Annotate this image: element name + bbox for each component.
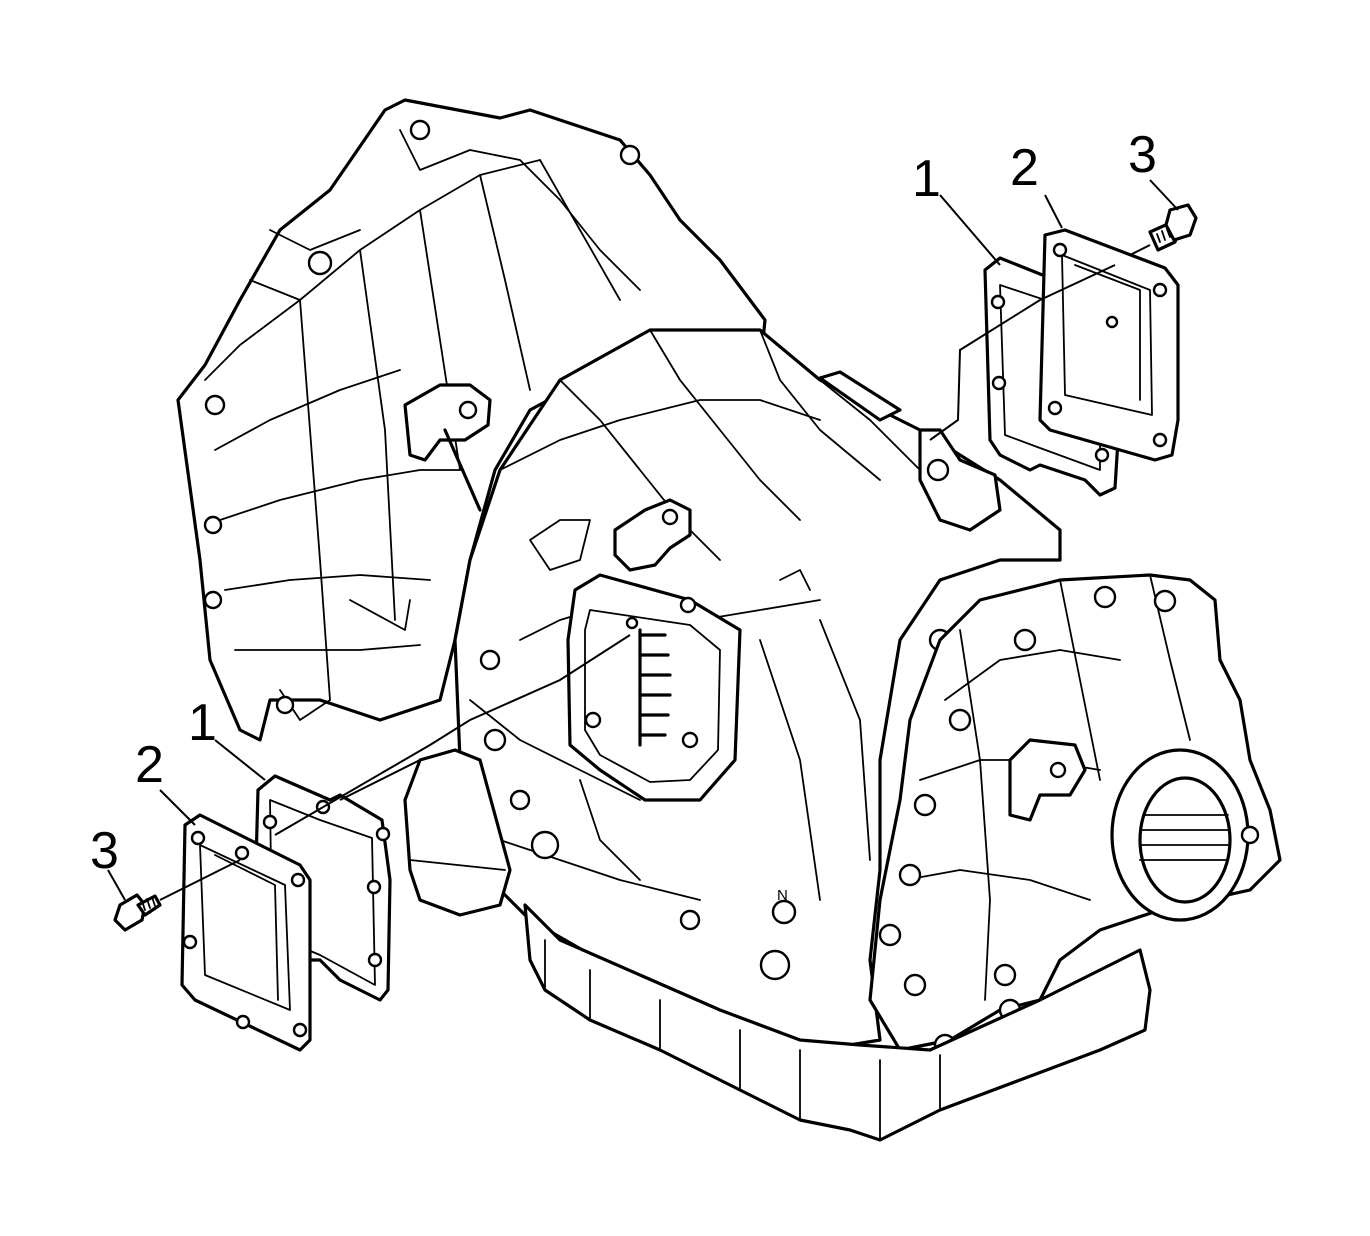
upper-pto-boss xyxy=(818,370,1002,532)
upper-leader-1 xyxy=(939,194,1001,266)
case-marking: N xyxy=(771,887,797,925)
lower-alignment-line-b xyxy=(339,759,421,801)
callout-upper-1: 1 xyxy=(912,150,941,208)
gear-teeth xyxy=(638,628,672,747)
upper-bolt xyxy=(1148,203,1198,252)
callouts: 1 2 3 1 2 3 xyxy=(90,126,1157,880)
lower-exploded-parts xyxy=(107,634,631,1052)
lower-leader-1 xyxy=(214,739,266,781)
callout-lower-2: 2 xyxy=(135,736,164,794)
upper-exploded-parts xyxy=(929,179,1198,497)
filter-boss xyxy=(403,748,512,917)
upper-leader-2 xyxy=(1044,194,1063,229)
upper-alignment-line-a xyxy=(929,244,1151,441)
callout-upper-3: 3 xyxy=(1128,126,1157,184)
vehicle-speed-sensor xyxy=(1008,738,1087,822)
lower-bolt xyxy=(113,893,162,932)
extension-housing xyxy=(868,573,1282,1057)
lower-leader-2 xyxy=(159,789,196,826)
output-speed-sensor xyxy=(613,498,692,572)
callout-upper-2: 2 xyxy=(1010,139,1039,197)
oil-pan xyxy=(523,903,1152,1142)
upper-cover xyxy=(1038,228,1180,462)
lower-leader-3 xyxy=(107,869,126,901)
callout-lower-3: 3 xyxy=(90,822,119,880)
lower-pto-opening xyxy=(566,573,742,802)
case-marking-text: N xyxy=(777,887,788,904)
input-speed-sensor xyxy=(403,383,492,512)
lower-alignment-line xyxy=(159,634,631,901)
upper-leader-3 xyxy=(1149,179,1179,211)
transmission-assembly: N xyxy=(176,98,1282,1142)
callout-lower-1: 1 xyxy=(188,694,217,752)
